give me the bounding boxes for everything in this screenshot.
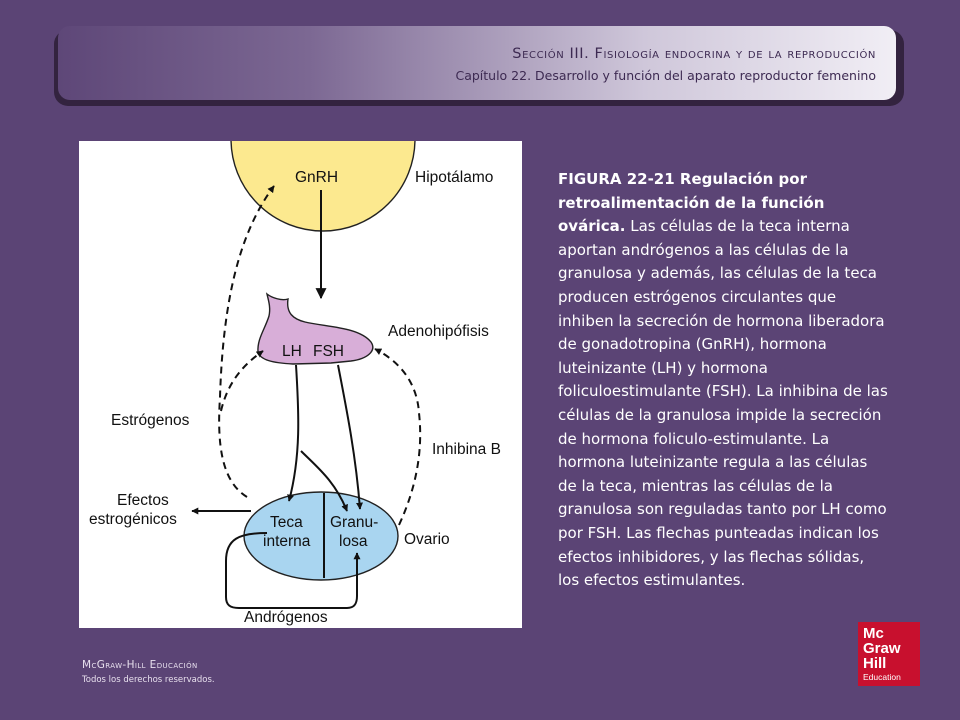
fsh-to-granulosa-arrow (337, 364, 364, 510)
logo-line-4: Education (863, 672, 901, 682)
mcgraw-hill-logo: Mc Graw Hill Education (858, 622, 920, 686)
feedback-diagram: GnRH Hipotálamo Adenohipófisis LH FSH Es… (79, 141, 522, 628)
inhibin-to-pituitary-arrow (374, 348, 422, 526)
figure-caption: FIGURA 22-21 Regulación por retroaliment… (558, 168, 888, 593)
androgens-label: Andrógenos (244, 609, 328, 626)
chapter-subtitle: Capítulo 22. Desarrollo y función del ap… (455, 68, 876, 83)
figure-caption-body: Las células de la teca interna aportan a… (558, 217, 888, 590)
granulosa-label-1: Granu- (330, 514, 378, 531)
footer-brand: McGraw-Hill Educación (82, 659, 198, 671)
estrogenic-effects-label-1: Efectos (117, 492, 169, 509)
logo-line-1: Mc (863, 625, 884, 642)
header-banner: Sección III. Fisiología endocrina y de l… (58, 26, 896, 100)
lh-to-granulosa-arrow (300, 450, 348, 512)
pituitary-shape (257, 292, 374, 365)
adenohypophysis-label: Adenohipófisis (388, 323, 489, 340)
logo-line-2: Graw (863, 640, 901, 657)
figure-caption-title: FIGURA 22-21 Regulación por retroaliment… (558, 170, 825, 236)
lh-label: LH (282, 343, 302, 360)
estrogen-to-pituitary-arrow (220, 350, 264, 412)
androgen-arrow (225, 532, 361, 609)
hypothalamus-shape (230, 141, 416, 232)
theca-label-1: Teca (270, 514, 303, 531)
estrogen-to-hypothalamus-arrow (218, 185, 275, 498)
section-title: Sección III. Fisiología endocrina y de l… (512, 46, 876, 62)
granulosa-label-2: losa (339, 533, 368, 550)
ovary-label: Ovario (404, 531, 450, 548)
estrogens-label: Estrógenos (111, 412, 190, 429)
gnrh-label: GnRH (295, 169, 338, 186)
hypothalamus-label: Hipotálamo (415, 169, 493, 186)
estrogenic-effects-label-2: estrogénicos (89, 511, 177, 528)
logo-line-3: Hill (863, 655, 887, 672)
lh-to-teca-arrow (287, 364, 300, 502)
inhibin-b-label: Inhibina B (432, 441, 501, 458)
theca-label-2: interna (263, 533, 311, 550)
footer-rights: Todos los derechos reservados. (82, 675, 215, 685)
fsh-label: FSH (313, 343, 344, 360)
